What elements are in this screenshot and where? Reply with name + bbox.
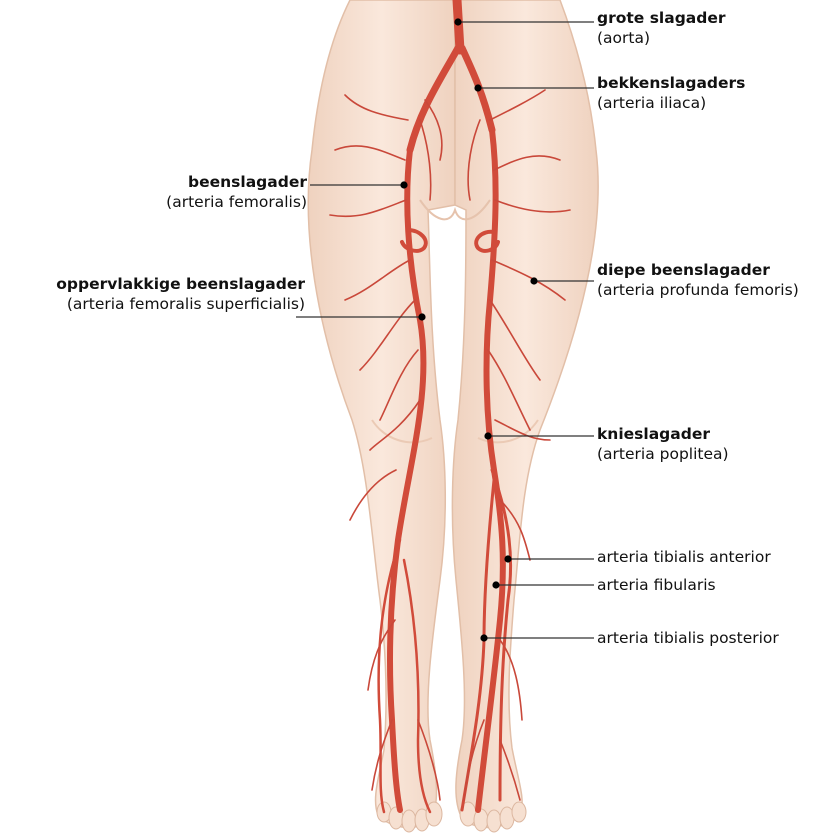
- label-superficialis: oppervlakkige beenslagader (arteria femo…: [56, 274, 305, 314]
- leader-aorta-dot: [454, 18, 461, 25]
- label-aorta: grote slagader (aorta): [597, 8, 726, 48]
- label-tibialis-anterior: arteria tibialis anterior: [597, 547, 771, 567]
- leader-fibularis-dot: [492, 581, 499, 588]
- right-leg: [452, 0, 598, 827]
- label-aorta-title: grote slagader: [597, 8, 726, 28]
- label-femoralis-title: beenslagader: [166, 172, 307, 192]
- label-iliaca-subtitle: (arteria iliaca): [597, 93, 745, 113]
- label-iliaca: bekkenslagaders (arteria iliaca): [597, 73, 745, 113]
- label-poplitea: knieslagader (arteria poplitea): [597, 424, 729, 464]
- label-fibularis: arteria fibularis: [597, 575, 716, 595]
- label-tibialis-anterior-title: arteria tibialis anterior: [597, 547, 771, 567]
- left-leg: [308, 0, 455, 827]
- label-profunda-subtitle: (arteria profunda femoris): [597, 280, 799, 300]
- label-femoralis: beenslagader (arteria femoralis): [166, 172, 307, 212]
- label-profunda: diepe beenslagader (arteria profunda fem…: [597, 260, 799, 300]
- label-poplitea-subtitle: (arteria poplitea): [597, 444, 729, 464]
- label-aorta-subtitle: (aorta): [597, 28, 726, 48]
- leader-iliaca-dot: [474, 84, 481, 91]
- label-superficialis-title: oppervlakkige beenslagader: [56, 274, 305, 294]
- label-superficialis-subtitle: (arteria femoralis superficialis): [56, 294, 305, 314]
- leader-tibialis-anterior-dot: [504, 555, 511, 562]
- leader-profunda-dot: [530, 277, 537, 284]
- label-poplitea-title: knieslagader: [597, 424, 729, 444]
- leader-tibialis-posterior-dot: [480, 634, 487, 641]
- label-tibialis-posterior-title: arteria tibialis posterior: [597, 628, 779, 648]
- label-fibularis-title: arteria fibularis: [597, 575, 716, 595]
- legs-silhouette: [308, 0, 598, 832]
- label-femoralis-subtitle: (arteria femoralis): [166, 192, 307, 212]
- leader-poplitea-dot: [484, 432, 491, 439]
- leader-femoralis-dot: [400, 181, 407, 188]
- label-iliaca-title: bekkenslagaders: [597, 73, 745, 93]
- label-profunda-title: diepe beenslagader: [597, 260, 799, 280]
- leader-superficialis-dot: [418, 313, 425, 320]
- label-tibialis-posterior: arteria tibialis posterior: [597, 628, 779, 648]
